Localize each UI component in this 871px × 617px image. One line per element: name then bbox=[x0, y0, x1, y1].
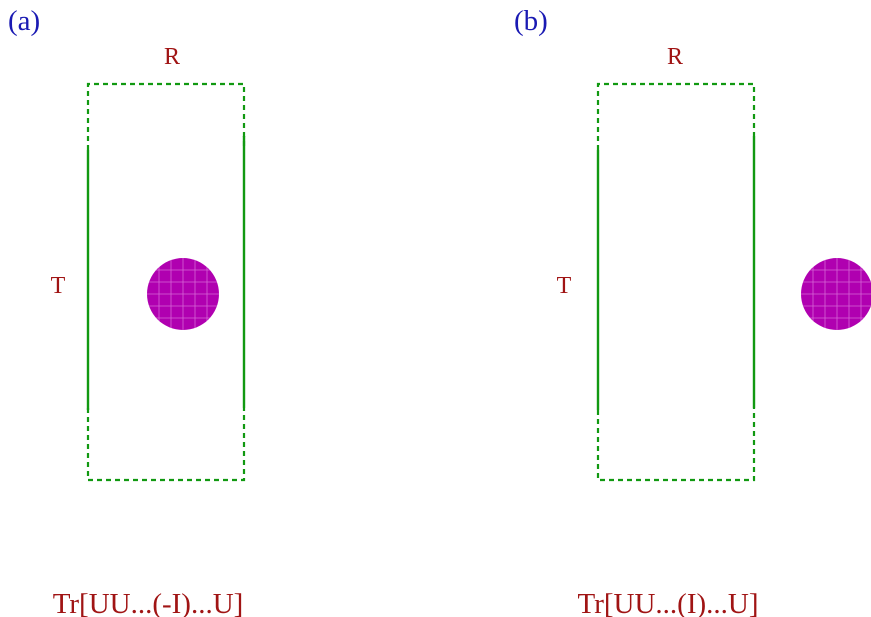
panel-a: (a) R T Tr[UU...(-I)...U] bbox=[8, 5, 246, 617]
panel-b-loop-bottom-dashed bbox=[596, 408, 756, 482]
panel-b-top-label: R bbox=[667, 44, 683, 70]
panel-b: (b) R T Tr[UU...(I)...U] bbox=[514, 5, 871, 617]
panel-b-side-label: T bbox=[557, 273, 572, 299]
panel-a-loop-top-dashed bbox=[86, 82, 246, 150]
panel-b-caption: Tr[UU...(I)...U] bbox=[578, 588, 759, 617]
panel-b-vortex-disc bbox=[801, 258, 871, 330]
panel-a-caption: Tr[UU...(-I)...U] bbox=[53, 588, 244, 617]
panel-a-top-label: R bbox=[164, 44, 180, 70]
panel-a-loop-bottom-dashed bbox=[86, 408, 246, 482]
panel-a-vortex-disc bbox=[147, 258, 219, 330]
panel-a-wilson-loop bbox=[86, 82, 246, 482]
panel-a-tag: (a) bbox=[8, 5, 40, 37]
panel-a-side-label: T bbox=[51, 273, 66, 299]
panel-b-loop-top-dashed bbox=[596, 82, 756, 150]
panel-b-tag: (b) bbox=[514, 5, 548, 37]
panel-b-wilson-loop bbox=[596, 82, 756, 482]
